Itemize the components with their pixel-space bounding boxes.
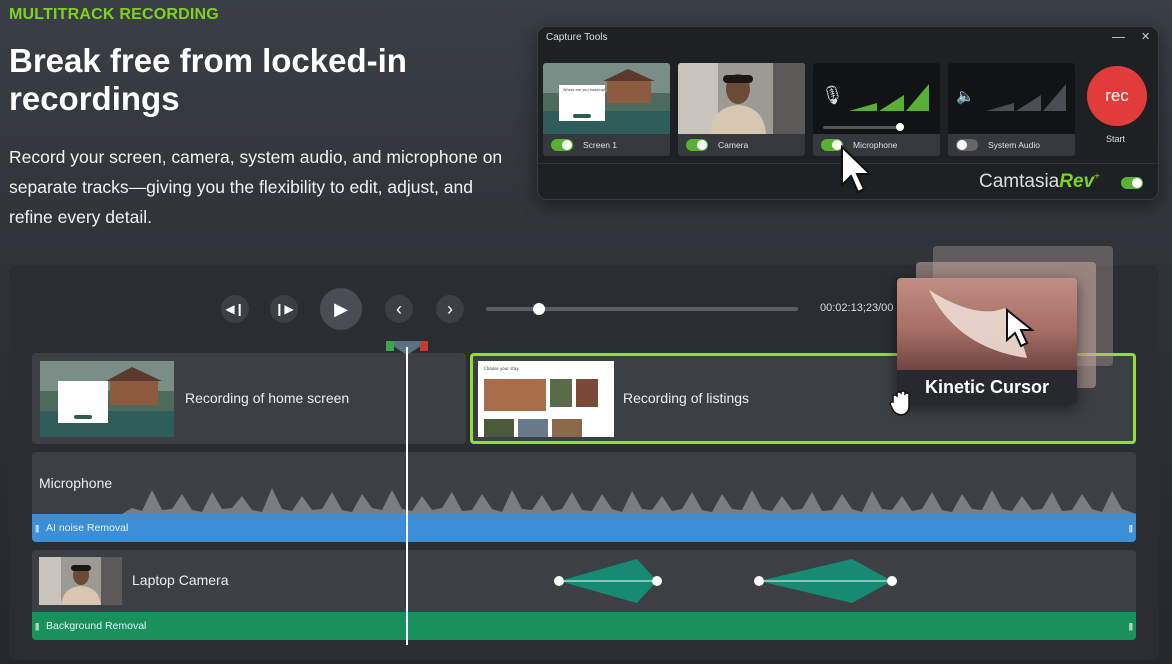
previous-frame-button[interactable]: ◀❙ (221, 295, 249, 323)
thumb-heading: Where are you heading? (563, 88, 606, 92)
mic-volume-knob[interactable] (896, 123, 904, 131)
speaker-icon: 🔈 (956, 88, 975, 105)
effect-label: Background Removal (46, 620, 147, 632)
source-label-system-audio: System Audio (988, 140, 1040, 150)
clip-thumbnail: Choose your stay (478, 361, 614, 437)
audio-level-meter (986, 84, 1066, 111)
playback-scrubber[interactable] (486, 303, 798, 315)
kinetic-cursor-preview (897, 278, 1077, 370)
camera-clip-thumbnail (39, 557, 122, 605)
source-footer: Camera (678, 134, 805, 156)
kinetic-cursor-card[interactable]: Kinetic Cursor (897, 278, 1077, 404)
effect-ai-noise-removal[interactable]: ||| AI noise Removal ||| (32, 514, 1136, 542)
keyframe-end[interactable] (887, 576, 897, 586)
grab-hand-icon (889, 390, 910, 416)
source-footer: Microphone (813, 134, 940, 156)
play-button[interactable]: ▶ (320, 288, 362, 330)
page-headline: Break free from locked-in recordings (9, 42, 407, 117)
drag-handle-right[interactable]: ||| (1128, 524, 1133, 533)
track-camera[interactable]: Laptop Camera ||| Background Removal ||| (32, 550, 1136, 640)
close-button[interactable]: ✕ (1141, 31, 1151, 43)
source-camera[interactable]: Camera (678, 63, 805, 156)
timecode: 00:02:13;23/00 (820, 302, 894, 314)
playhead-in-marker[interactable] (386, 341, 394, 351)
camera-thumbnail (678, 63, 805, 134)
microphone-icon: 🎙 (821, 85, 844, 105)
keyframe-start[interactable] (554, 576, 564, 586)
mic-level-meter (849, 84, 929, 111)
effect-label: AI noise Removal (46, 522, 129, 534)
mic-volume-slider[interactable] (823, 123, 904, 131)
clip-label: Recording of home screen (185, 390, 350, 406)
track-label-camera: Laptop Camera (132, 572, 229, 588)
screen-thumbnail: Where are you heading? (543, 63, 670, 134)
clip-home-screen[interactable]: Recording of home screen (32, 353, 466, 444)
rev-toggle[interactable] (1121, 177, 1143, 189)
pointer-cursor-icon (841, 145, 873, 194)
drag-handle-left[interactable]: ||| (35, 524, 39, 533)
playhead-out-marker[interactable] (420, 341, 428, 351)
source-label-microphone: Microphone (853, 140, 898, 150)
source-screen[interactable]: Where are you heading? Screen 1 (543, 63, 670, 156)
source-microphone[interactable]: 🎙 Microphone (813, 63, 940, 156)
eyebrow-label: MULTITRACK RECORDING (9, 6, 219, 23)
source-label-screen: Screen 1 (583, 140, 618, 150)
track-microphone[interactable]: Microphone ||| AI noise Removal ||| (32, 452, 1136, 542)
back-button[interactable]: ‹ (385, 295, 413, 323)
source-system-audio[interactable]: 🔈 System Audio (948, 63, 1075, 156)
camera-toggle[interactable] (686, 139, 708, 151)
minimize-button[interactable]: — (1112, 29, 1125, 44)
brand-logo: CamtasiaRev+ (979, 171, 1100, 192)
source-footer: System Audio (948, 134, 1075, 156)
effect-background-removal[interactable]: ||| Background Removal ||| (32, 612, 1136, 640)
track-label-microphone: Microphone (39, 475, 113, 491)
drag-handle-right[interactable]: ||| (1128, 622, 1133, 631)
animation-keyframes (554, 559, 897, 603)
audio-waveform (122, 488, 1136, 514)
start-label: Start (1106, 134, 1126, 144)
system-audio-toggle[interactable] (956, 139, 978, 151)
kinetic-cursor-label: Kinetic Cursor (897, 370, 1077, 404)
microphone-toggle[interactable] (821, 139, 843, 151)
next-frame-button[interactable]: ❙▶ (270, 295, 298, 323)
clip-thumbnail (40, 361, 174, 437)
scrubber-knob[interactable] (533, 303, 546, 315)
hero-description: Record your screen, camera, system audio… (9, 147, 503, 227)
forward-button[interactable]: › (436, 295, 464, 323)
keyframe-end[interactable] (652, 576, 662, 586)
window-title: Capture Tools (546, 32, 608, 43)
keyframe-start[interactable] (754, 576, 764, 586)
listing-thumb-title: Choose your stay (484, 366, 519, 371)
drag-handle-left[interactable]: ||| (35, 622, 39, 631)
record-button[interactable]: rec (1087, 66, 1147, 126)
playhead-line[interactable] (406, 347, 408, 645)
source-label-camera: Camera (718, 140, 749, 150)
source-footer: Screen 1 (543, 134, 670, 156)
clip-label: Recording of listings (623, 390, 750, 406)
capture-tools-window: Capture Tools — ✕ Where are you heading?… (537, 26, 1160, 200)
cursor-icon (1006, 307, 1035, 348)
screen-toggle[interactable] (551, 139, 573, 151)
